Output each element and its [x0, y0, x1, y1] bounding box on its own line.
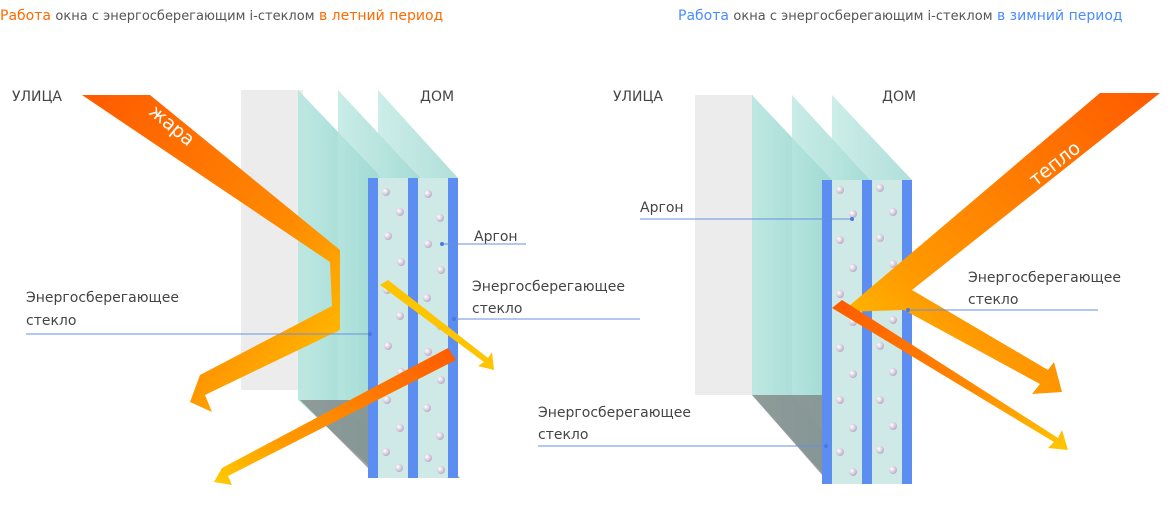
winter-reflected-arrow: [832, 300, 1068, 450]
winter-home-label: ДОМ: [882, 89, 916, 105]
winter-title-middle: окна с энергосберегающим i-стеклом: [733, 9, 993, 24]
winter-blue-pane-1: [822, 180, 832, 484]
winter-argon-chamber-1: [832, 180, 862, 484]
summer-title-highlight: Работа: [0, 8, 51, 24]
winter-diagram: тепло УЛИЦА ДОМ Аргон Энергосберегающее …: [538, 89, 1160, 484]
winter-title-season: в зимний период: [996, 8, 1123, 24]
summer-transmitted-arrow: [380, 280, 494, 370]
summer-glass-left-label-2: стекло: [26, 313, 76, 329]
winter-title-highlight: Работа: [678, 8, 729, 24]
summer-street-label: УЛИЦА: [12, 89, 62, 105]
summer-glass-left-label-1: Энергосберегающее: [26, 290, 179, 306]
winter-heat-arrow: [842, 93, 1160, 394]
summer-blue-pane-2: [408, 178, 418, 478]
summer-diagram: жара УЛИЦА ДОМ Аргон Энергосберегающее с…: [12, 89, 640, 485]
summer-heat-arrow: [82, 95, 340, 412]
winter-title: Работа окна с энергосберегающим i-стекло…: [678, 8, 1123, 24]
summer-title-middle: окна с энергосберегающим i-стеклом: [55, 9, 315, 24]
summer-blue-pane-3: [448, 178, 458, 478]
summer-reflected-arrow: [214, 348, 456, 485]
winter-glass-right-label-2: стекло: [968, 292, 1018, 308]
winter-argon-label: Аргон: [640, 200, 684, 216]
summer-glass-right-label-1: Энергосберегающее: [472, 279, 625, 295]
winter-glass-bottom-label-1: Энергосберегающее: [538, 405, 691, 421]
summer-home-label: ДОМ: [420, 89, 454, 105]
winter-blue-pane-3: [902, 180, 912, 484]
summer-argon-chamber-1: [378, 178, 408, 478]
summer-title-season: в летний период: [318, 8, 444, 24]
summer-argon-label: Аргон: [474, 229, 518, 245]
winter-glass-bottom-label-2: стекло: [538, 427, 588, 443]
winter-wall: [695, 95, 753, 395]
winter-argon-particles: [836, 184, 897, 476]
summer-argon-particles: [382, 188, 445, 474]
summer-blue-pane-1: [368, 178, 378, 478]
winter-blue-pane-2: [862, 180, 872, 484]
summer-glass-right-label-2: стекло: [472, 301, 522, 317]
summer-title: Работа окна с энергосберегающим i-стекло…: [0, 8, 443, 24]
winter-street-label: УЛИЦА: [613, 89, 663, 105]
winter-glass-right-label-1: Энергосберегающее: [968, 270, 1121, 286]
